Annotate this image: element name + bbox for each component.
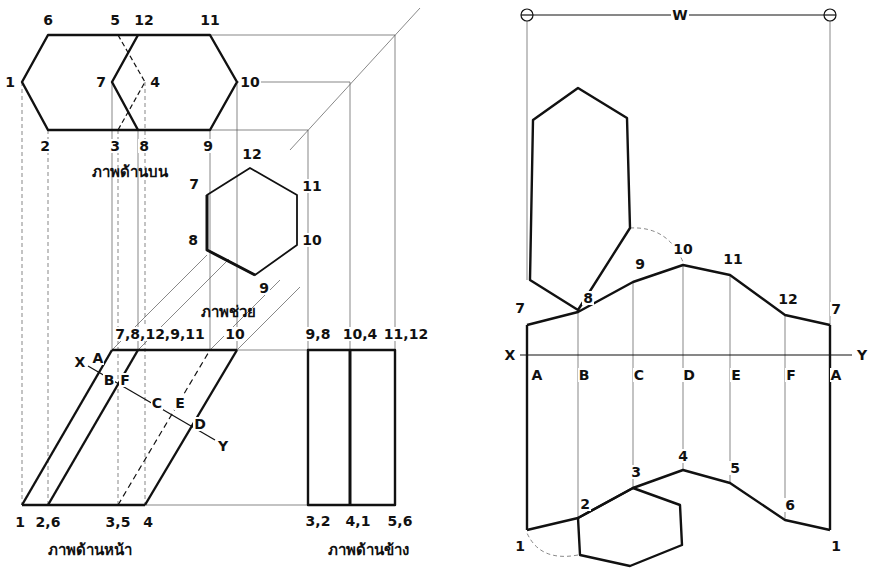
view-caption: ภาพช่วย xyxy=(200,305,257,320)
point-label: 12 xyxy=(133,13,154,27)
point-label: 11 xyxy=(722,252,743,266)
point-label: 5,6 xyxy=(387,514,414,528)
point-label: 6 xyxy=(784,498,796,512)
point-label: Y xyxy=(217,439,229,453)
point-label: 4 xyxy=(677,449,689,463)
point-label: A xyxy=(830,368,843,382)
point-label: E xyxy=(730,368,742,382)
point-label: 4,1 xyxy=(345,514,372,528)
point-label: 10 xyxy=(672,242,693,256)
point-label: E xyxy=(174,396,186,410)
point-label: 2,6 xyxy=(35,515,62,529)
view-caption: ภาพด้านข้าง xyxy=(327,543,410,558)
point-label: 10 xyxy=(301,233,322,247)
point-label: 11 xyxy=(301,179,322,193)
point-label: 4 xyxy=(142,515,154,529)
point-label: 9 xyxy=(202,139,214,153)
point-label: 2 xyxy=(579,497,591,511)
point-label: 1 xyxy=(514,539,526,553)
point-label: 7 xyxy=(95,75,107,89)
point-label: 9 xyxy=(258,281,270,295)
point-label: 5 xyxy=(729,461,741,475)
point-label: D xyxy=(682,368,696,382)
point-label: B xyxy=(103,373,116,387)
point-label: 8 xyxy=(187,233,199,247)
point-label: 5 xyxy=(109,13,121,27)
point-label: 11 xyxy=(199,13,220,27)
point-label: Y xyxy=(856,348,868,362)
point-label: A xyxy=(531,368,544,382)
point-label: C xyxy=(151,396,163,410)
point-label: F xyxy=(119,373,131,387)
point-label: 9 xyxy=(634,257,646,271)
point-label: 6 xyxy=(42,13,54,27)
point-label: 7 xyxy=(514,301,526,315)
point-label: 3 xyxy=(630,465,642,479)
point-label: 12 xyxy=(777,292,798,306)
point-label: 8 xyxy=(138,139,150,153)
point-label: F xyxy=(785,368,797,382)
point-label: W xyxy=(671,8,688,22)
point-label: 7 xyxy=(830,302,842,316)
point-label: 7 xyxy=(188,177,200,191)
point-label: A xyxy=(92,351,105,365)
point-label: 1 xyxy=(830,539,842,553)
point-label: C xyxy=(633,368,645,382)
point-label: 3,5 xyxy=(105,515,132,529)
point-label: 8 xyxy=(582,291,594,305)
point-label: X xyxy=(74,355,87,369)
point-label: 10 xyxy=(224,327,245,341)
point-label: 11,12 xyxy=(383,327,429,341)
point-label: 2 xyxy=(39,139,51,153)
point-label: 3,2 xyxy=(305,514,332,528)
view-caption: ภาพด้านบน xyxy=(91,165,169,180)
point-label: 1 xyxy=(4,75,16,89)
point-label: 7,8,12,9,11 xyxy=(114,327,205,341)
point-label: 9,8 xyxy=(305,327,332,341)
point-label: X xyxy=(504,348,517,362)
point-label: 1 xyxy=(14,515,26,529)
point-label: D xyxy=(193,417,207,431)
view-caption: ภาพด้านหน้า xyxy=(47,543,133,558)
point-label: 12 xyxy=(241,147,262,161)
point-label: 3 xyxy=(109,139,121,153)
point-label: 10 xyxy=(239,75,260,89)
point-label: 4 xyxy=(149,75,161,89)
point-label: 10,4 xyxy=(342,327,379,341)
point-label: B xyxy=(578,368,591,382)
